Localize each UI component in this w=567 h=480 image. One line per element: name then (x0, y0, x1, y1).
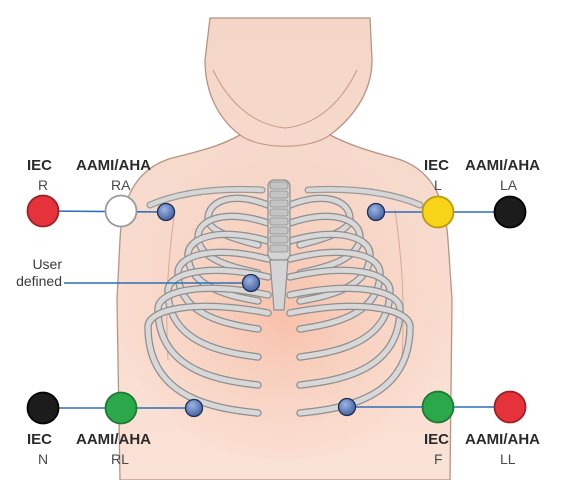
dot-left-arm-aami (493, 195, 527, 229)
ribs-right (144, 194, 272, 417)
label-iec-left-arm: IEC (424, 157, 450, 174)
label-aami-neutral: AAMI/AHA (76, 431, 151, 448)
electrode-neutral (184, 398, 204, 418)
rib-fill-R-7 (145, 303, 271, 416)
vertebra-4 (269, 208, 289, 217)
vertebra-2 (269, 190, 289, 199)
label-user-defined-line2: defined (16, 273, 62, 289)
label-aami-right-arm: AAMI/AHA (76, 157, 151, 174)
rib-cage (144, 179, 424, 417)
label-iec-foot: IEC (424, 431, 450, 448)
dot-left-arm-iec (421, 195, 455, 229)
dot-right-arm-iec (26, 194, 60, 228)
body-electrodes (156, 202, 386, 418)
rib-fill-R-5 (165, 267, 271, 360)
spine (269, 181, 289, 253)
electrode-left-arm (366, 202, 386, 222)
vertebra-8 (269, 244, 289, 253)
label-r: R (38, 177, 49, 193)
rib-fill-L-6 (287, 285, 403, 388)
dot-neutral-iec (26, 391, 60, 425)
vertebra-6 (269, 226, 289, 235)
label-ra: RA (111, 177, 131, 193)
vertebra-1 (269, 181, 289, 190)
dot-foot-aami (493, 390, 527, 424)
dot-foot-iec (421, 390, 455, 424)
vertebra-7 (269, 235, 289, 244)
vertebra-5 (269, 217, 289, 226)
connector-dots (26, 194, 527, 425)
dot-neutral-aami (104, 391, 138, 425)
wire-right-arm (42, 210, 167, 213)
label-f: F (434, 451, 443, 467)
label-la: LA (500, 177, 518, 193)
rib-fill-L-4 (287, 249, 383, 332)
rib-fill-R-4 (175, 249, 271, 332)
clavicle-left-fill (305, 187, 423, 208)
dot-right-arm-aami (104, 194, 138, 228)
jaw-line (212, 69, 358, 129)
label-aami-foot: AAMI/AHA (465, 431, 540, 448)
label-user-defined-line1: User (32, 256, 62, 272)
label-n: N (38, 451, 49, 467)
label-user-defined: User defined (8, 256, 62, 290)
vertebra-3 (269, 199, 289, 208)
ribs-left (286, 194, 414, 417)
electrode-foot (337, 397, 357, 417)
label-l: L (434, 177, 442, 193)
label-ll: LL (500, 451, 516, 467)
label-rl: RL (111, 451, 129, 467)
label-aami-left-arm: AAMI/AHA (465, 157, 540, 174)
clavicle-right-fill (147, 187, 265, 208)
right-arm-line (394, 209, 404, 361)
electrode-right-arm (156, 202, 176, 222)
electrode-user-defined (241, 273, 261, 293)
rib-fill-L-5 (287, 267, 393, 360)
sternum-lower (269, 259, 289, 311)
neck-shadow (239, 134, 331, 147)
label-iec-right-arm: IEC (27, 157, 53, 174)
rib-fill-R-6 (155, 285, 271, 388)
label-iec-neutral: IEC (27, 431, 53, 448)
